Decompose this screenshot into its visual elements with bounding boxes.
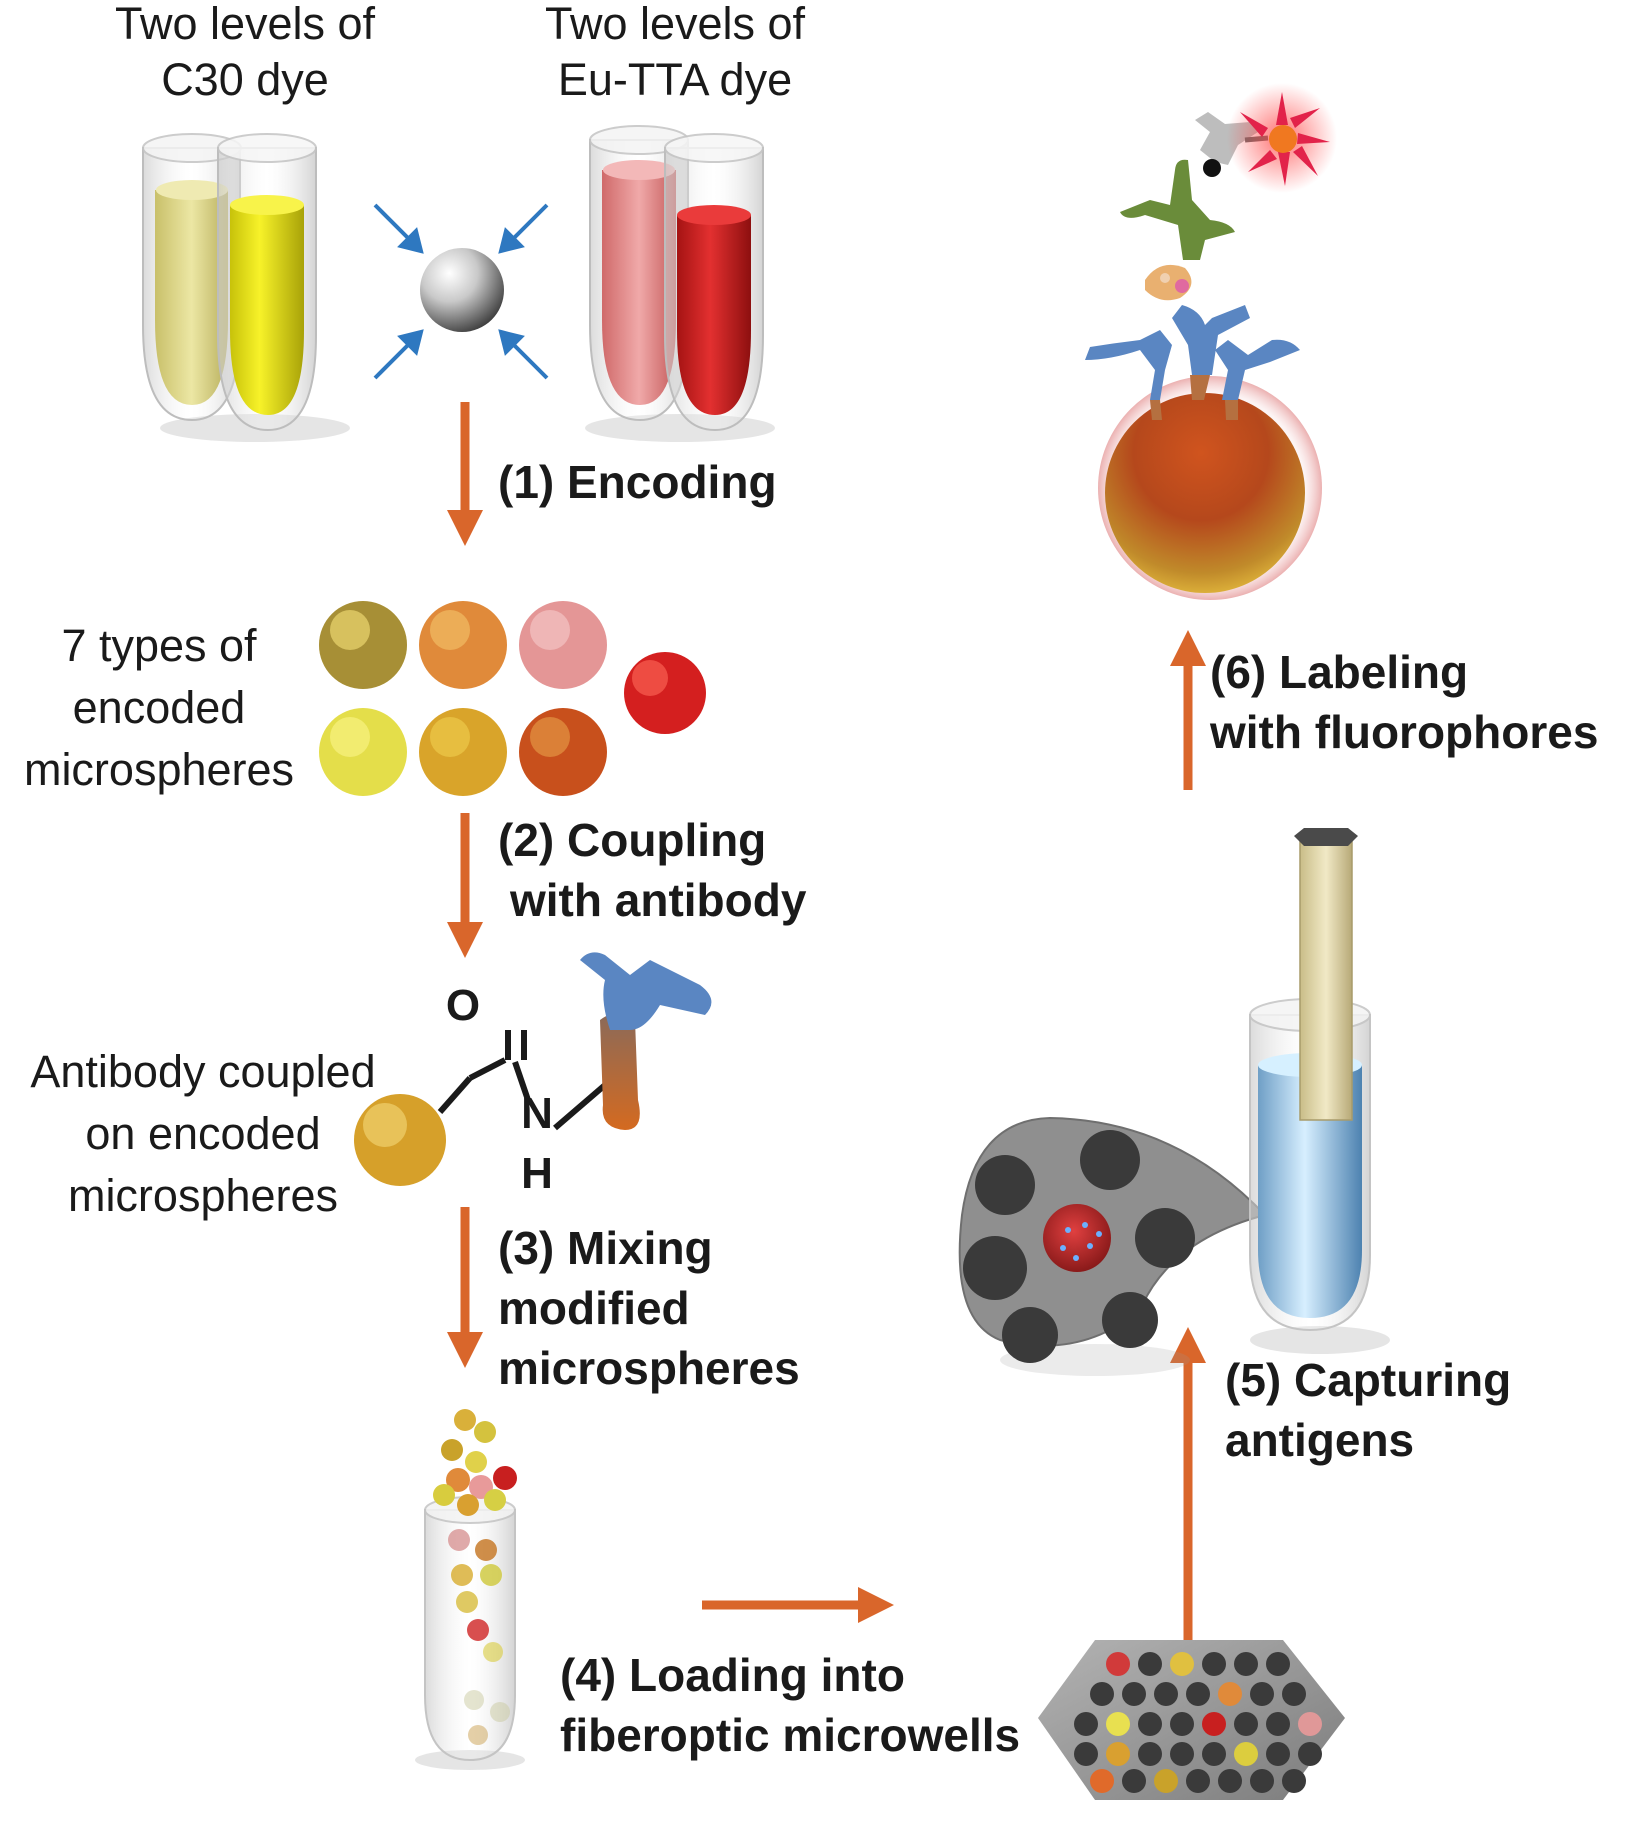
loaded-microwell	[1106, 1712, 1130, 1736]
empty-microwell	[1122, 1682, 1146, 1706]
loaded-microwell	[1234, 1742, 1258, 1766]
empty-microwell	[1202, 1742, 1226, 1766]
empty-microwell	[1234, 1712, 1258, 1736]
eu-tta-dye-label: Two levels of Eu-TTA dye	[544, 0, 806, 105]
well-zoom-bubble	[958, 1116, 1267, 1376]
step-2-label: (2) Coupling with antibody	[498, 814, 807, 926]
step-6-label: (6) Labeling with fluorophores	[1210, 646, 1599, 758]
empty-microwell	[1266, 1652, 1290, 1676]
empty-microwell	[1282, 1769, 1306, 1793]
mixed-beads	[433, 1409, 517, 1745]
empty-microwell	[1154, 1682, 1178, 1706]
loaded-microwell	[1298, 1712, 1322, 1736]
c30-dye-label: Two levels of C30 dye	[114, 0, 376, 105]
antigen	[1145, 264, 1192, 301]
loaded-microwell	[1106, 1742, 1130, 1766]
empty-microwell	[1138, 1652, 1162, 1676]
empty-microwell	[1186, 1769, 1210, 1793]
fiberoptic-array	[1038, 1640, 1345, 1800]
process-arrows	[447, 402, 1206, 1642]
empty-microwell	[1250, 1682, 1274, 1706]
empty-microwell	[1074, 1712, 1098, 1736]
empty-microwell	[1138, 1742, 1162, 1766]
detection-antibody	[1120, 159, 1235, 260]
microwell-grid	[1074, 1652, 1322, 1793]
mixing-tube	[415, 1409, 525, 1770]
encoded-types-label: 7 types of encoded microspheres	[23, 620, 295, 795]
empty-microwell	[1282, 1682, 1306, 1706]
empty-microwell	[1218, 1769, 1242, 1793]
loaded-microwell	[1090, 1769, 1114, 1793]
antibody-coupling	[354, 952, 712, 1186]
empty-microwell	[1266, 1712, 1290, 1736]
step-3-label: (3) Mixing modified microspheres	[498, 1222, 800, 1394]
empty-microwell	[1170, 1712, 1194, 1736]
empty-microwell	[1250, 1769, 1274, 1793]
encoded-microspheres	[319, 601, 706, 796]
loaded-microwell	[1106, 1652, 1130, 1676]
empty-microwell	[1298, 1742, 1322, 1766]
blank-microsphere	[420, 248, 504, 332]
empty-microwell	[1122, 1769, 1146, 1793]
hydrogen-atom: H	[521, 1149, 553, 1198]
loaded-microwell	[1154, 1769, 1178, 1793]
empty-microwell	[1234, 1652, 1258, 1676]
empty-microwell	[1138, 1712, 1162, 1736]
step-5-label: (5) Capturing antigens	[1225, 1354, 1512, 1466]
capture-antibodies	[1085, 305, 1300, 420]
antibody-coupled-label: Antibody coupled on encoded microspheres	[30, 1046, 376, 1221]
loaded-microwell	[1218, 1682, 1242, 1706]
empty-microwell	[1266, 1742, 1290, 1766]
empty-microwell	[1090, 1682, 1114, 1706]
captured-bead	[1043, 1204, 1111, 1272]
empty-microwell	[1186, 1682, 1210, 1706]
nitrogen-atom: N	[521, 1089, 553, 1138]
eu-tta-dye-tubes	[585, 125, 775, 442]
empty-microwell	[1202, 1652, 1226, 1676]
sample-tube-with-fiber	[1249, 828, 1390, 1354]
loaded-microwell	[1170, 1652, 1194, 1676]
oxygen-atom: O	[446, 981, 480, 1030]
encoding-arrows	[373, 203, 549, 380]
loaded-microwell	[1202, 1712, 1226, 1736]
c30-dye-tubes	[142, 133, 350, 442]
fiber-bundle	[1294, 828, 1358, 1121]
step-1-label: (1) Encoding	[498, 456, 777, 508]
microsphere-4	[624, 652, 706, 734]
empty-microwell	[1170, 1742, 1194, 1766]
step-4-label: (4) Loading into fiberoptic microwells	[560, 1649, 1021, 1761]
fluorophore	[1227, 83, 1337, 193]
empty-microwell	[1074, 1742, 1098, 1766]
labeled-microsphere	[1085, 83, 1337, 600]
